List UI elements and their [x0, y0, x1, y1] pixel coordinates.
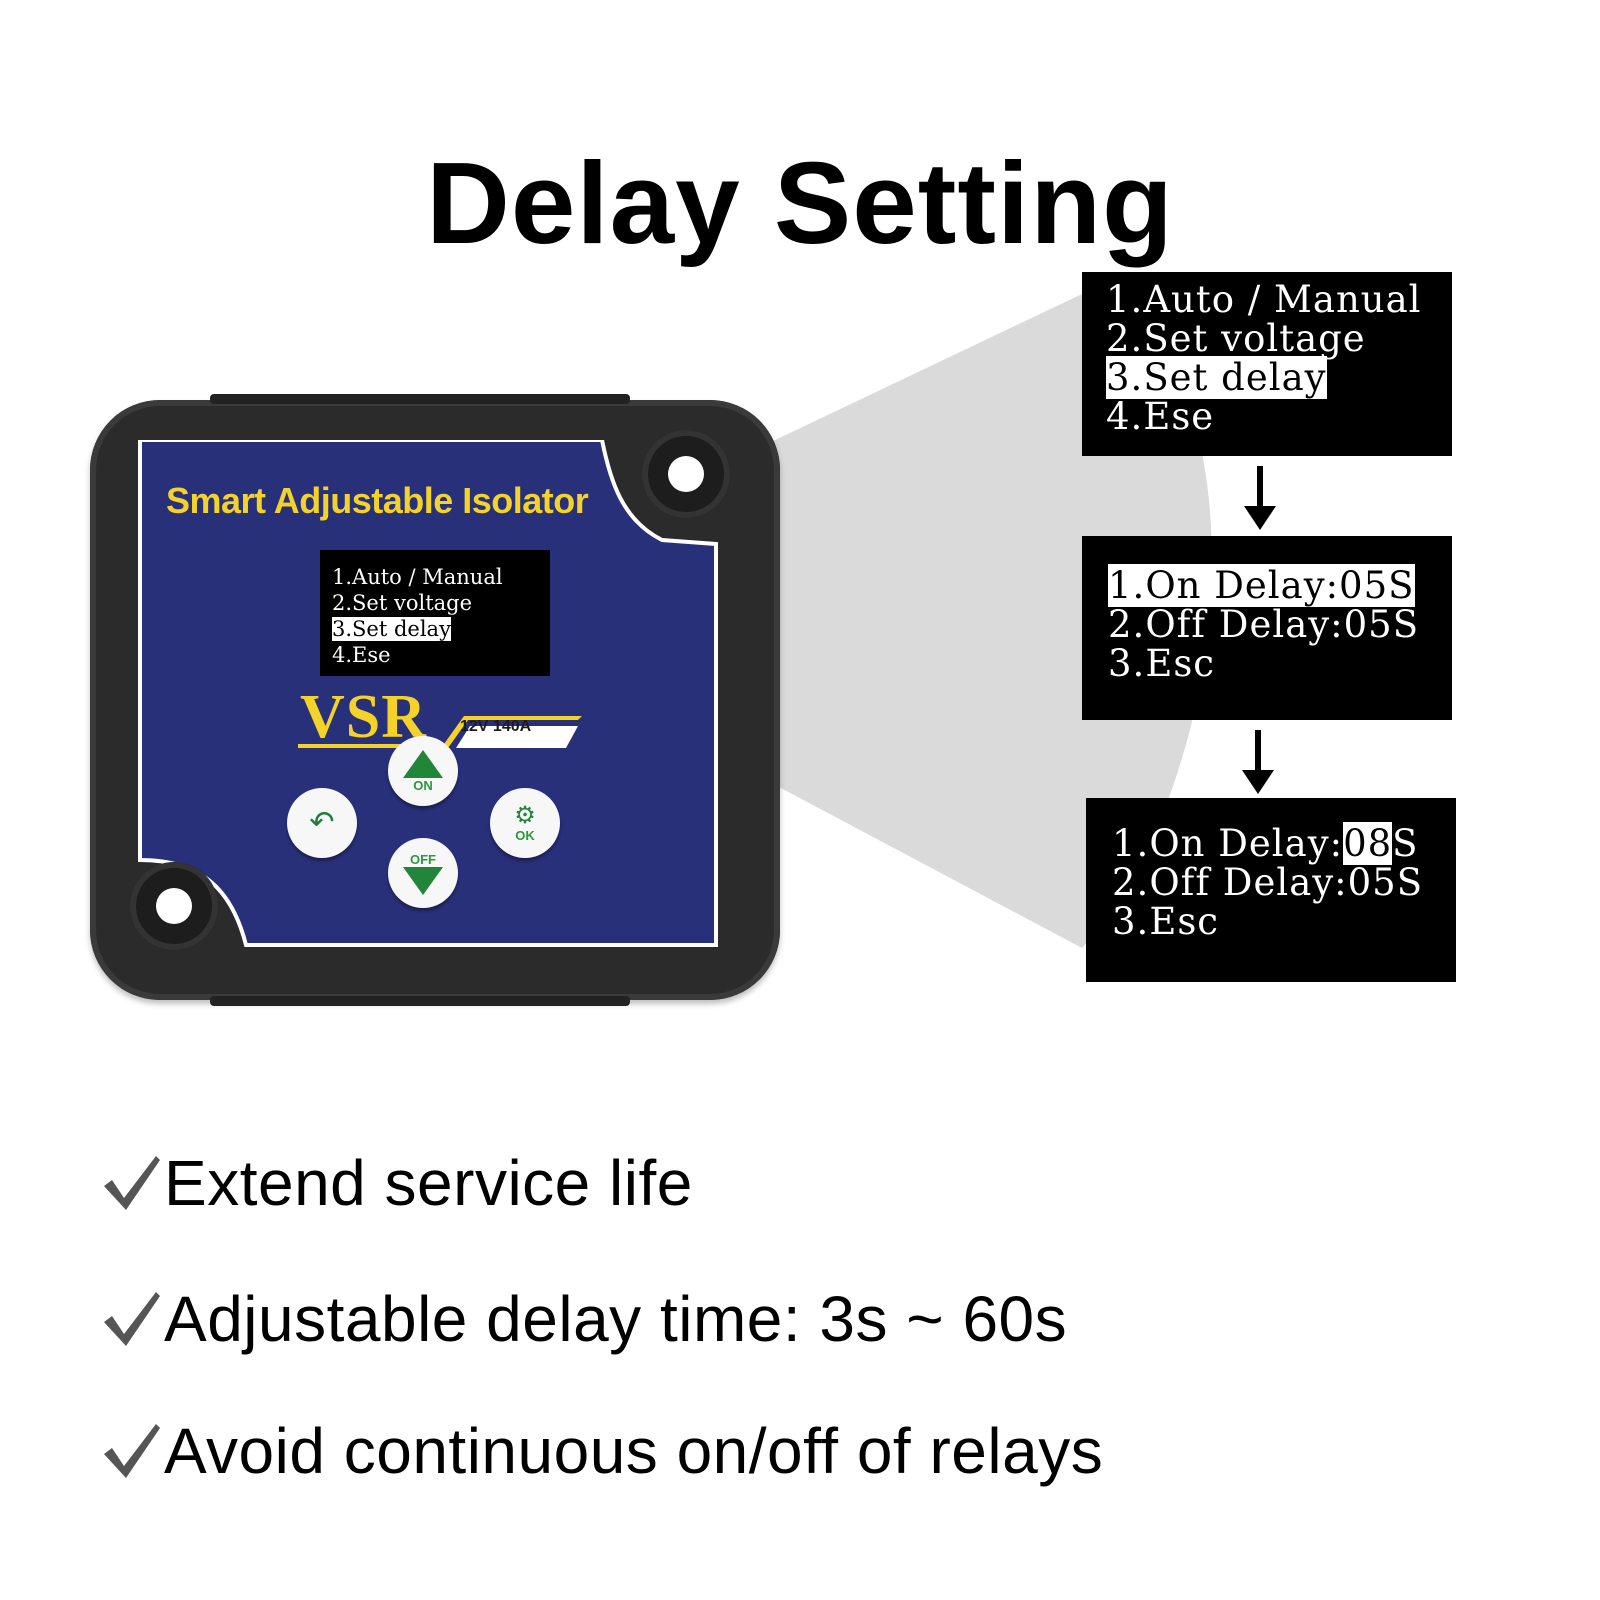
triangle-up-icon	[403, 749, 443, 778]
feature-item: Avoid continuous on/off of relays	[100, 1414, 1103, 1488]
rating-stripe	[298, 716, 582, 748]
display-line-1: 1.Auto / Manual	[332, 565, 503, 589]
device-title: Smart Adjustable Isolator	[166, 480, 589, 521]
device-display: 1.Auto / Manual 2.Set voltage 3.Set dela…	[320, 550, 550, 676]
page-title: Delay Setting	[426, 137, 1174, 268]
delay-value-cursor: 08	[1343, 822, 1393, 865]
menu-screen-main: 1.Auto / Manual 2.Set voltage 3.Set dela…	[1082, 272, 1452, 456]
back-button[interactable]: ↶	[287, 788, 357, 858]
menu-screen-delay: 1.On Delay:05S 2.Off Delay:05S 3.Esc	[1082, 536, 1452, 720]
display-line-2: 2.Set voltage	[332, 591, 473, 615]
feature-item: Adjustable delay time: 3s ~ 60s	[100, 1282, 1067, 1356]
off-down-button[interactable]: OFF	[388, 838, 458, 908]
rating-label: 12V 140A	[460, 718, 532, 735]
zoom-beam	[540, 294, 1212, 948]
down-arrow-icon	[1244, 466, 1276, 530]
triangle-down-icon	[403, 866, 443, 895]
menu-line: 2.Set voltage	[1106, 317, 1366, 360]
menu-line: 4.Ese	[1106, 395, 1215, 438]
return-arrow-icon: ↶	[309, 806, 335, 839]
ok-button[interactable]: ⚙ OK	[490, 788, 560, 858]
menu-line: 1.Auto / Manual	[1106, 278, 1422, 321]
menu-line: 3.Esc	[1108, 642, 1216, 685]
menu-line: 2.Off Delay:05S	[1112, 861, 1424, 904]
checkmark-icon	[104, 1424, 160, 1478]
menu-screen-edit: 1.On Delay:08S 2.Off Delay:05S 3.Esc	[1086, 798, 1456, 982]
checkmark-icon	[104, 1156, 160, 1210]
menu-line: 2.Off Delay:05S	[1108, 603, 1420, 646]
display-line-4: 4.Ese	[332, 643, 391, 667]
menu-line-selected: 1.On Delay:05S	[1108, 564, 1415, 607]
down-arrow-icon	[1242, 730, 1274, 794]
gear-icon: ⚙	[514, 801, 536, 829]
menu-line: 3.Esc	[1112, 900, 1220, 943]
isolator-device: Smart Adjustable Isolator 1.Auto / Manua…	[90, 394, 780, 1006]
checkmark-icon	[104, 1292, 160, 1346]
menu-line-selected: 3.Set delay	[1106, 356, 1327, 399]
menu-line-editing: 1.On Delay:08S	[1112, 822, 1419, 865]
on-up-button[interactable]: ON	[388, 736, 458, 806]
display-line-3: 3.Set delay	[332, 617, 451, 641]
feature-item: Extend service life	[100, 1146, 693, 1220]
mount-hole-bottom-left	[130, 862, 218, 950]
mount-hole-top-right	[642, 430, 730, 518]
